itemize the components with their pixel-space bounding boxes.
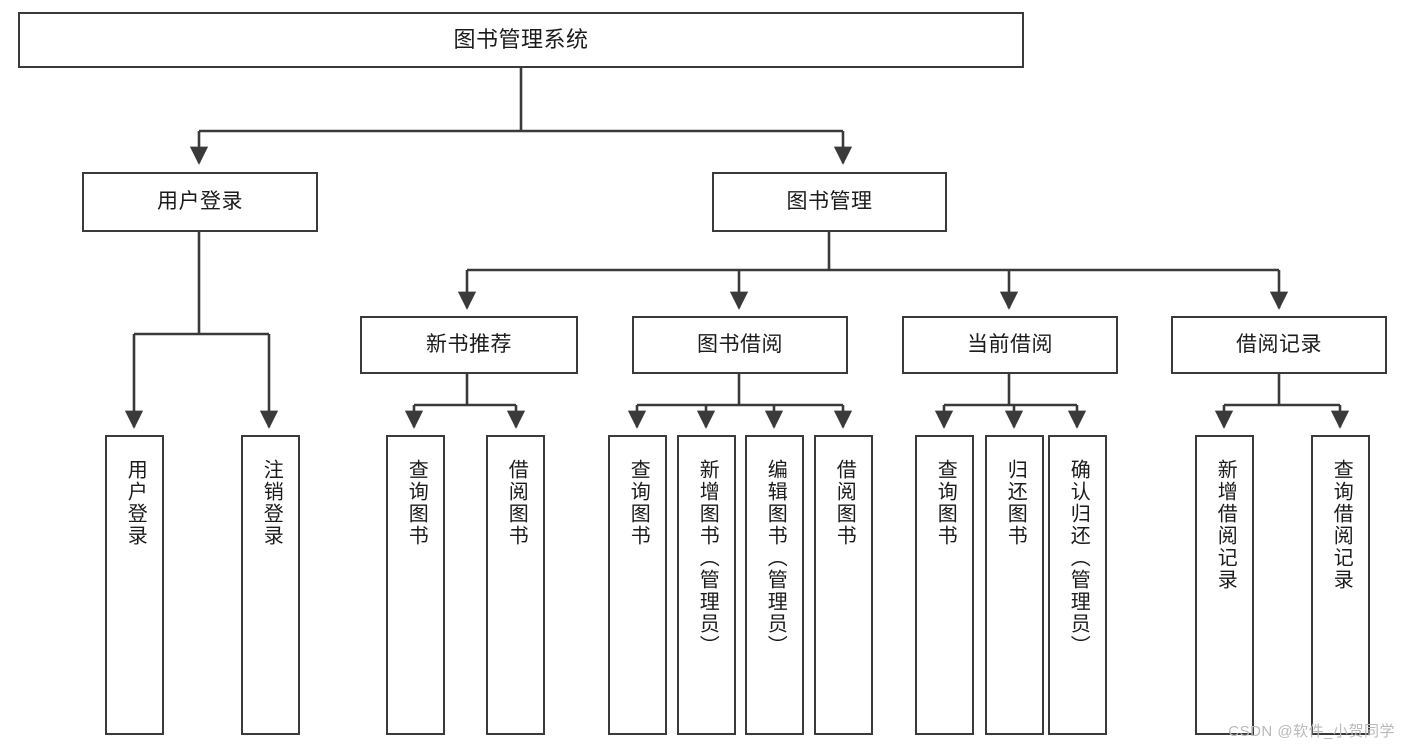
node-leaf-borrow-book-1[interactable]: 借阅图书: [486, 435, 545, 735]
node-borrow-record[interactable]: 借阅记录: [1171, 316, 1387, 374]
node-leaf-query-book-3[interactable]: 查询图书: [915, 435, 974, 735]
node-label: 用户登录: [157, 189, 243, 213]
node-new-book-recommend[interactable]: 新书推荐: [360, 316, 578, 374]
node-leaf-logout-login[interactable]: 注销登录: [241, 435, 300, 735]
node-leaf-query-record[interactable]: 查询借阅记录: [1311, 435, 1370, 735]
node-label: 借阅图书: [505, 459, 528, 547]
node-root-system[interactable]: 图书管理系统: [18, 12, 1024, 68]
node-leaf-borrow-book-2[interactable]: 借阅图书: [814, 435, 873, 735]
node-leaf-user-login[interactable]: 用户登录: [105, 435, 164, 735]
node-label: 新增借阅记录: [1214, 459, 1237, 591]
node-user-login[interactable]: 用户登录: [82, 172, 318, 232]
node-label: 注销登录: [260, 459, 283, 547]
node-leaf-add-book[interactable]: 新增图书（管理员）: [677, 435, 736, 735]
node-label: 新书推荐: [426, 332, 512, 356]
node-label: 图书借阅: [697, 332, 783, 356]
node-leaf-return-book[interactable]: 归还图书: [985, 435, 1044, 735]
node-leaf-confirm-return[interactable]: 确认归还（管理员）: [1048, 435, 1107, 735]
node-label: 查询图书: [934, 459, 957, 547]
node-leaf-add-record[interactable]: 新增借阅记录: [1195, 435, 1254, 735]
node-label: 当前借阅: [967, 332, 1053, 356]
node-label: 新增图书（管理员）: [696, 459, 719, 657]
node-book-borrow[interactable]: 图书借阅: [632, 316, 848, 374]
node-label: 确认归还（管理员）: [1067, 459, 1090, 657]
node-leaf-query-book-1[interactable]: 查询图书: [386, 435, 445, 735]
node-label: 查询借阅记录: [1330, 459, 1353, 591]
node-label: 查询图书: [405, 459, 428, 547]
node-label: 借阅图书: [833, 459, 856, 547]
csdn-watermark: CSDN @软件_小贺同学: [1228, 723, 1395, 740]
node-label: 图书管理: [786, 189, 873, 213]
node-label: 图书管理系统: [453, 27, 589, 53]
node-current-borrow[interactable]: 当前借阅: [902, 316, 1118, 374]
node-label: 归还图书: [1004, 459, 1027, 547]
node-label: 借阅记录: [1236, 332, 1322, 356]
node-label: 查询图书: [627, 459, 650, 547]
node-label: 用户登录: [124, 459, 147, 547]
node-label: 编辑图书（管理员）: [764, 459, 787, 657]
node-leaf-edit-book[interactable]: 编辑图书（管理员）: [745, 435, 804, 735]
node-leaf-query-book-2[interactable]: 查询图书: [608, 435, 667, 735]
node-book-management[interactable]: 图书管理: [712, 172, 947, 232]
